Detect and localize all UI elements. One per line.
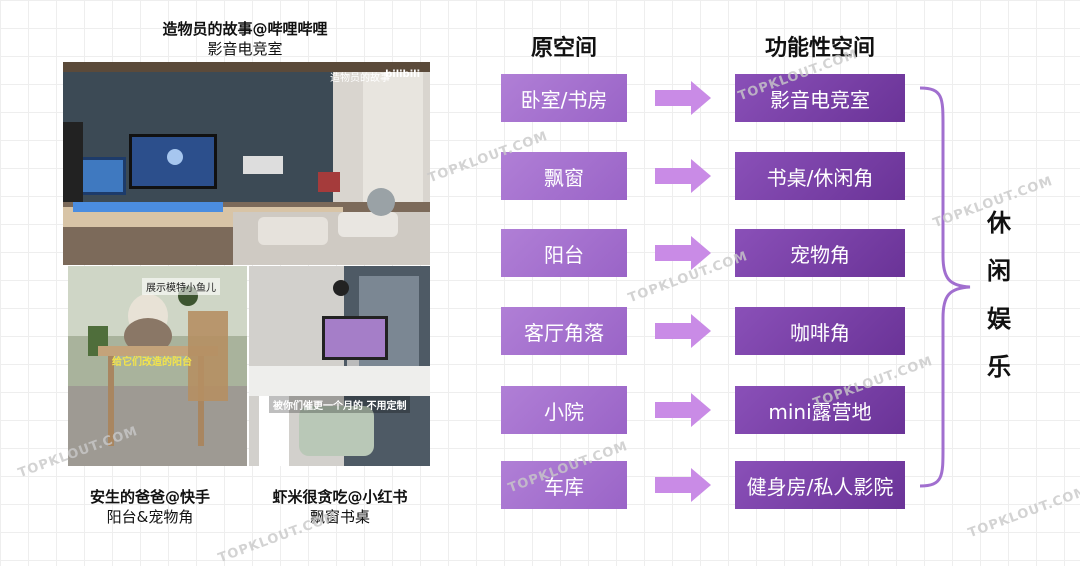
curly-brace-icon: [919, 86, 971, 488]
br-photo-credit: 虾米很贪吃@小红书: [272, 488, 408, 506]
group-label-char: 休: [987, 209, 1011, 237]
functional-space-box: 健身房/私人影院: [735, 461, 905, 509]
arrow-right-icon: [655, 159, 711, 193]
arrow-right-icon: [655, 468, 711, 502]
photo-brand-tag: 造物员的故事: [330, 73, 390, 84]
bl-photo-credit: 安生的爸爸@快手: [89, 488, 210, 506]
balcony-illustration: [68, 266, 247, 466]
arrow-right-icon: [655, 314, 711, 348]
original-space-box: 卧室/书房: [501, 74, 627, 122]
watermark: TOPKLOUT.COM: [966, 483, 1080, 542]
functional-space-box: mini露营地: [735, 386, 905, 434]
original-space-box: 阳台: [501, 229, 627, 277]
group-label-char: 闲: [987, 257, 1011, 285]
functional-space-box: 宠物角: [735, 229, 905, 277]
desk-illustration: [249, 266, 430, 466]
functional-space-header: 功能性空间: [764, 36, 875, 61]
original-space-box: 小院: [501, 386, 627, 434]
functional-space-box: 咖啡角: [735, 307, 905, 355]
arrow-right-icon: [655, 236, 711, 270]
bl-photo-title: 阳台&宠物角: [106, 508, 194, 526]
group-label-char: 乐: [987, 353, 1011, 381]
br-photo-title: 飘窗书桌: [309, 508, 370, 526]
balcony-caption-tag: 给它们改造的阳台: [112, 357, 192, 368]
photo-balcony-pet-corner: 展示模特小鱼儿 给它们改造的阳台: [68, 266, 247, 466]
photo-gaming-room: 造物员的故事 bilibili: [63, 62, 430, 265]
functional-space-box: 书桌/休闲角: [735, 152, 905, 200]
original-space-box: 车库: [501, 461, 627, 509]
top-photo-title: 影音电竞室: [207, 40, 283, 58]
original-space-box: 飘窗: [501, 152, 627, 200]
arrow-right-icon: [655, 81, 711, 115]
arrow-right-icon: [655, 393, 711, 427]
functional-space-box: 影音电竞室: [735, 74, 905, 122]
original-space-box: 客厅角落: [501, 307, 627, 355]
gaming-room-illustration: [63, 62, 430, 265]
group-label-char: 娱: [987, 305, 1011, 333]
balcony-model-tag: 展示模特小鱼儿: [142, 278, 220, 295]
photo-platform-tag: bilibili: [385, 69, 420, 80]
photo-bay-window-desk: 被你们催更一个月的 不用定制: [249, 266, 430, 466]
original-space-header: 原空间: [530, 36, 597, 61]
desk-caption-tag: 被你们催更一个月的 不用定制: [269, 396, 411, 413]
top-photo-credit: 造物员的故事@哔哩哔哩: [162, 20, 328, 38]
